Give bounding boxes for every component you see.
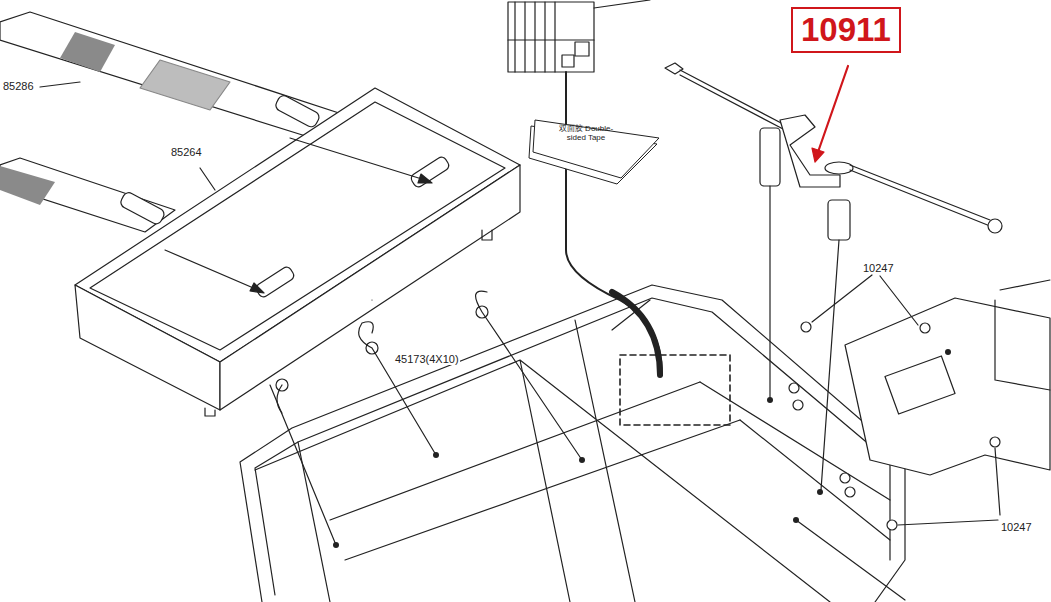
part-number: 10247 — [1000, 521, 1033, 533]
part-number: 85286 — [2, 80, 35, 92]
part-number: 85264 — [170, 146, 203, 158]
callout-number: 10911 — [801, 11, 891, 49]
tape-sheet: 双面胶 Double-sided Tape — [527, 118, 661, 186]
part-number: 45173(4X10) — [394, 353, 460, 365]
part-number: 10247 — [862, 262, 895, 274]
tape-label: 双面胶 Double-sided Tape — [557, 124, 615, 142]
callout-box: 10911 — [791, 7, 901, 53]
